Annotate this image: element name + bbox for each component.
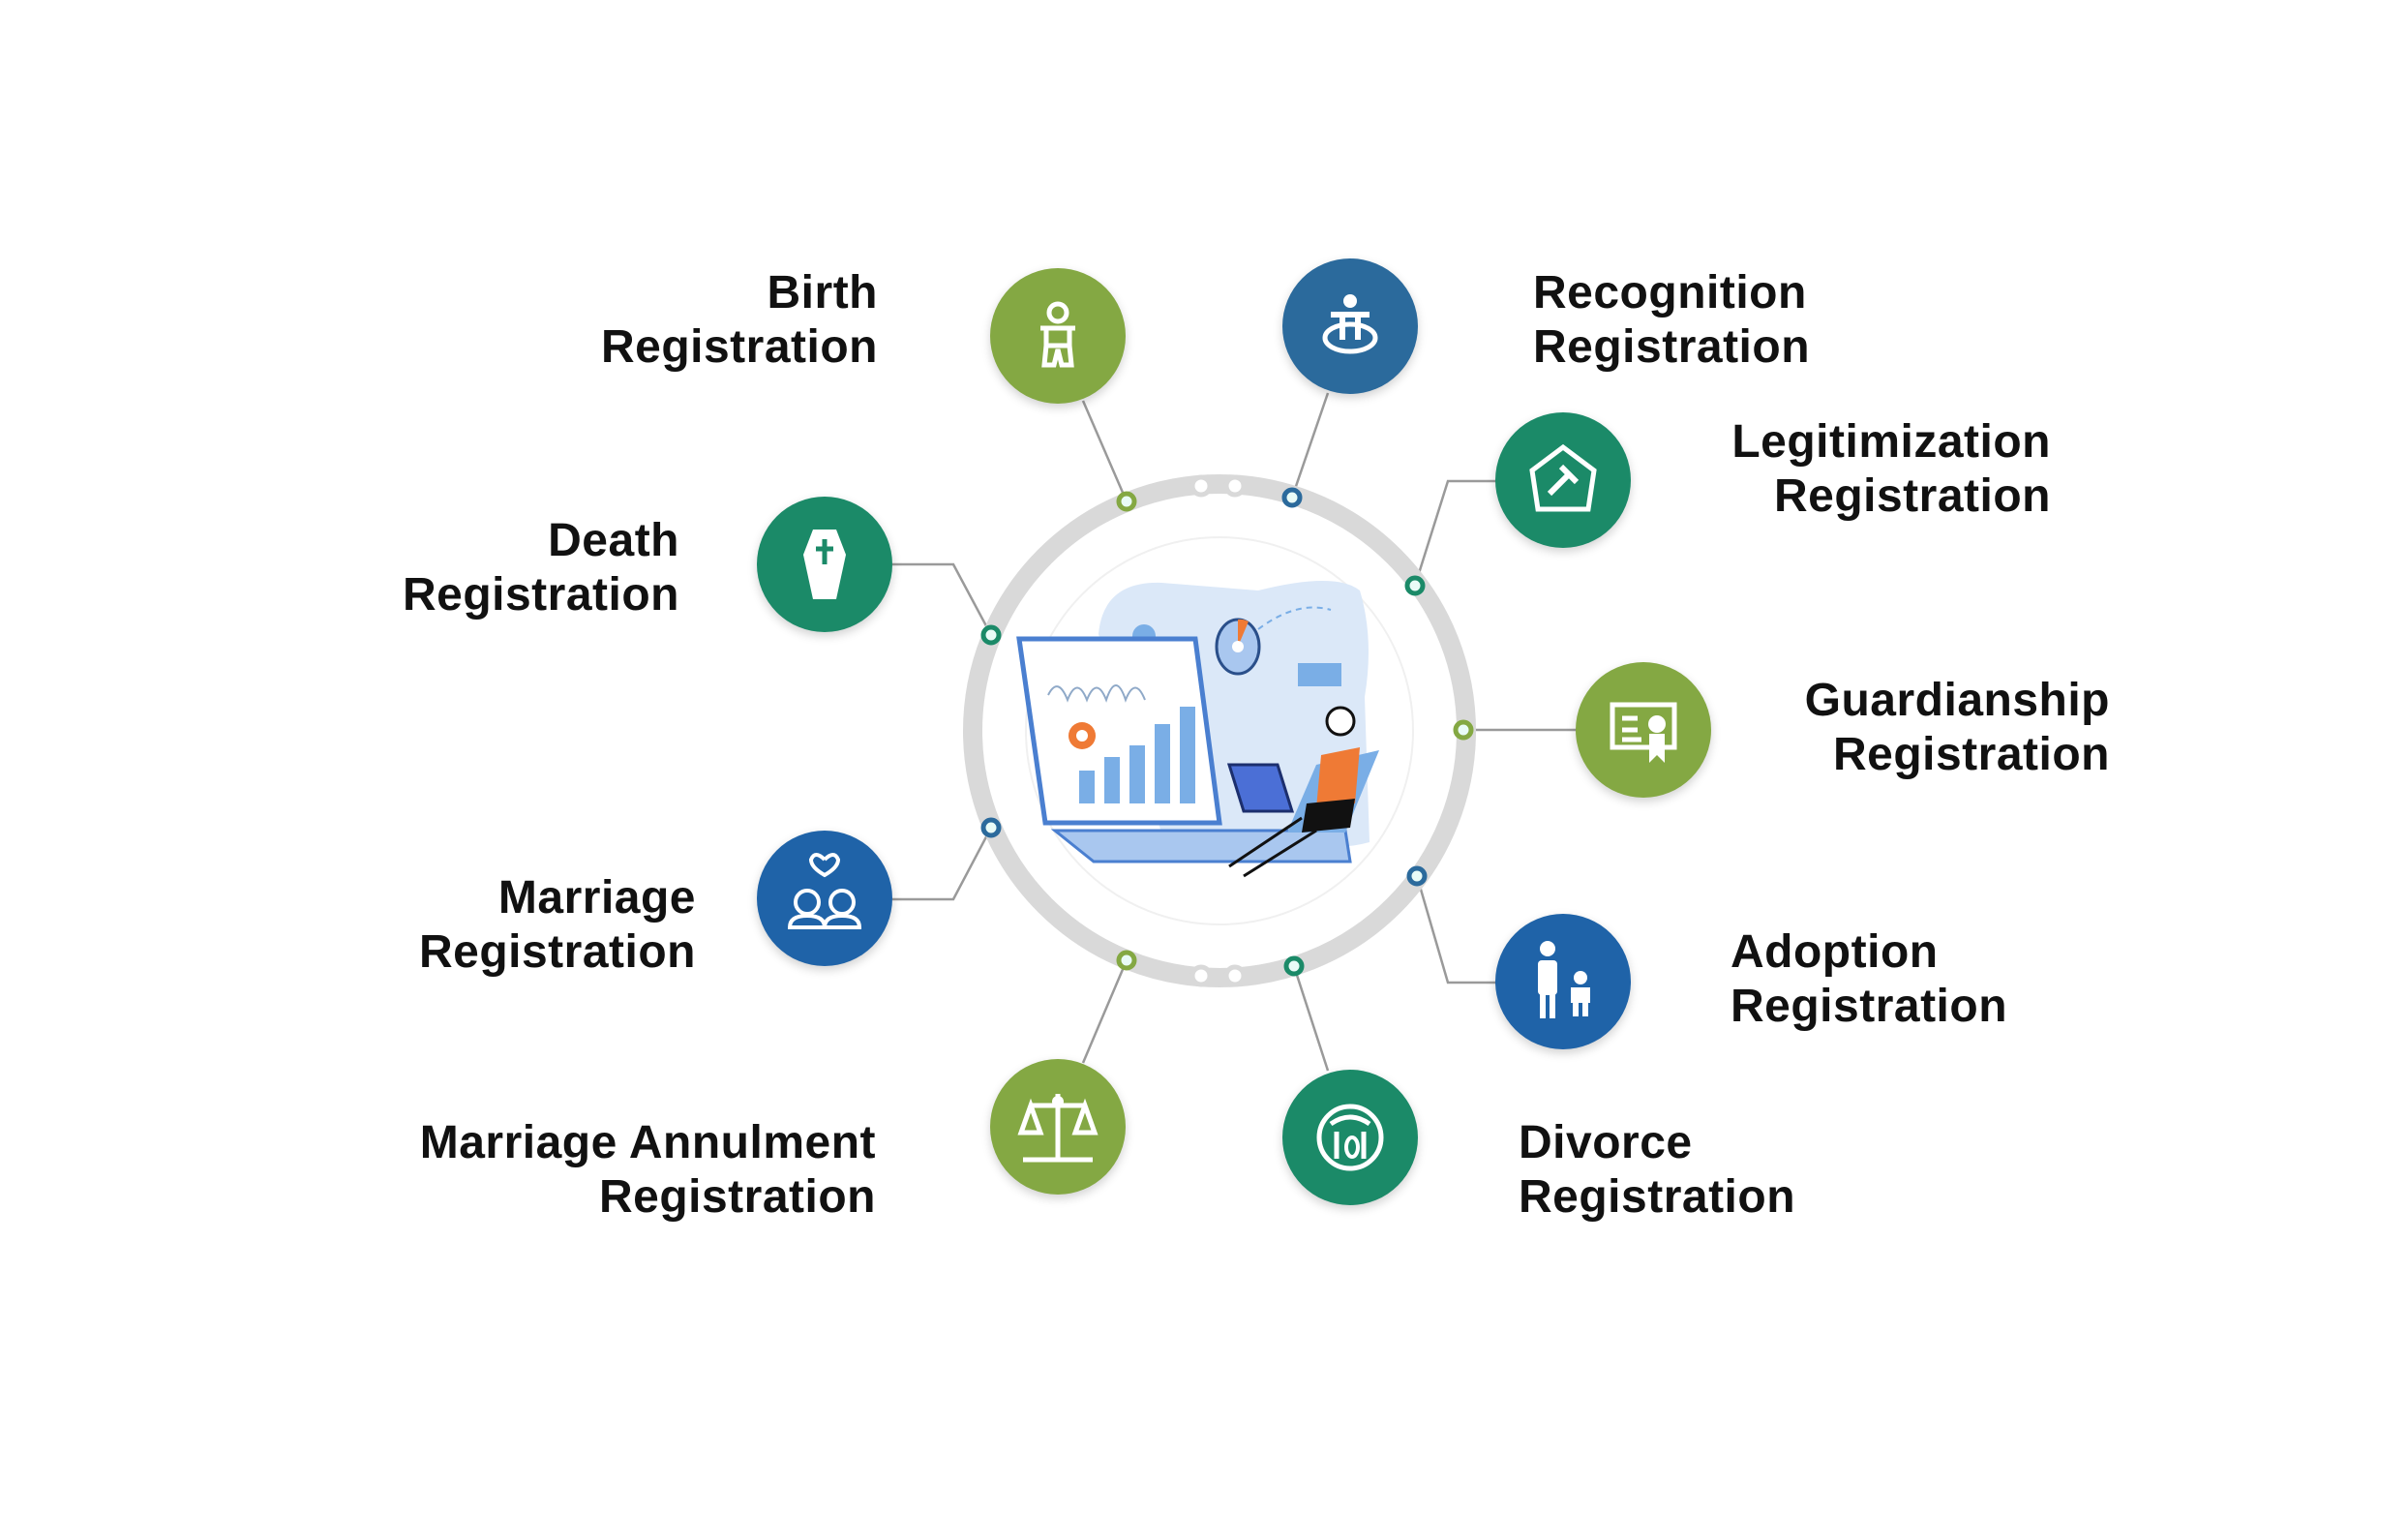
- gavel-badge-icon: [1529, 443, 1597, 512]
- category-icon-circle: [990, 268, 1126, 404]
- label-line: Recognition: [1533, 267, 1807, 318]
- ring-dots: [980, 487, 1474, 977]
- person-recognition-icon: [1322, 294, 1378, 354]
- label-line: Registration: [598, 1171, 876, 1223]
- couple-icon: [787, 853, 862, 929]
- scales-icon: [1017, 1094, 1099, 1163]
- label-line: Birth: [767, 267, 878, 318]
- label-line: Registration: [402, 569, 679, 621]
- divorce-icon: [1316, 1104, 1384, 1171]
- label-line: Registration: [1533, 321, 1811, 373]
- connector-annulment: [1081, 959, 1129, 1064]
- parent-child-icon: [1538, 941, 1590, 1018]
- label-line: Registration: [418, 926, 696, 978]
- baby-icon: [1040, 301, 1075, 368]
- label-line: Registration: [1773, 470, 2051, 522]
- connector-birth: [1081, 400, 1129, 502]
- coffin-icon: [803, 530, 846, 599]
- connector-lines: [892, 392, 1577, 1072]
- label-line: Registration: [600, 321, 878, 373]
- category-icon-circle: [1495, 914, 1631, 1049]
- label-line: Marriage: [497, 872, 696, 924]
- connector-death: [892, 562, 993, 636]
- connector-marriage: [892, 827, 993, 901]
- category-icon-circle: [1282, 1070, 1418, 1205]
- connector-adoption: [1415, 875, 1496, 984]
- category-icon-circle: [1576, 662, 1711, 798]
- label-line: Registration: [1731, 981, 2008, 1032]
- connector-legitimization: [1413, 479, 1496, 587]
- certificate-icon: [1610, 702, 1677, 763]
- connector-divorce: [1292, 965, 1330, 1072]
- analytics-illustration: [1016, 581, 1379, 878]
- ring-gap-markers: [1189, 474, 1247, 987]
- category-icon-circle: [757, 831, 892, 966]
- label-line: Marriage Annulment: [419, 1117, 876, 1168]
- connector-recognition: [1290, 392, 1330, 499]
- category-icon-circle: [757, 497, 892, 632]
- label-line: Divorce: [1519, 1117, 1693, 1168]
- label-line: Legitimization: [1731, 416, 2051, 468]
- category-icon-circle: [1282, 258, 1418, 394]
- category-icon-circle: [1495, 412, 1631, 548]
- label-line: Registration: [1832, 729, 2110, 780]
- label-line: Guardianship: [1804, 675, 2110, 726]
- label-line: Death: [548, 515, 679, 566]
- category-icon-circle: [990, 1059, 1126, 1195]
- label-line: Adoption: [1731, 926, 1939, 978]
- label-line: Registration: [1519, 1171, 1796, 1223]
